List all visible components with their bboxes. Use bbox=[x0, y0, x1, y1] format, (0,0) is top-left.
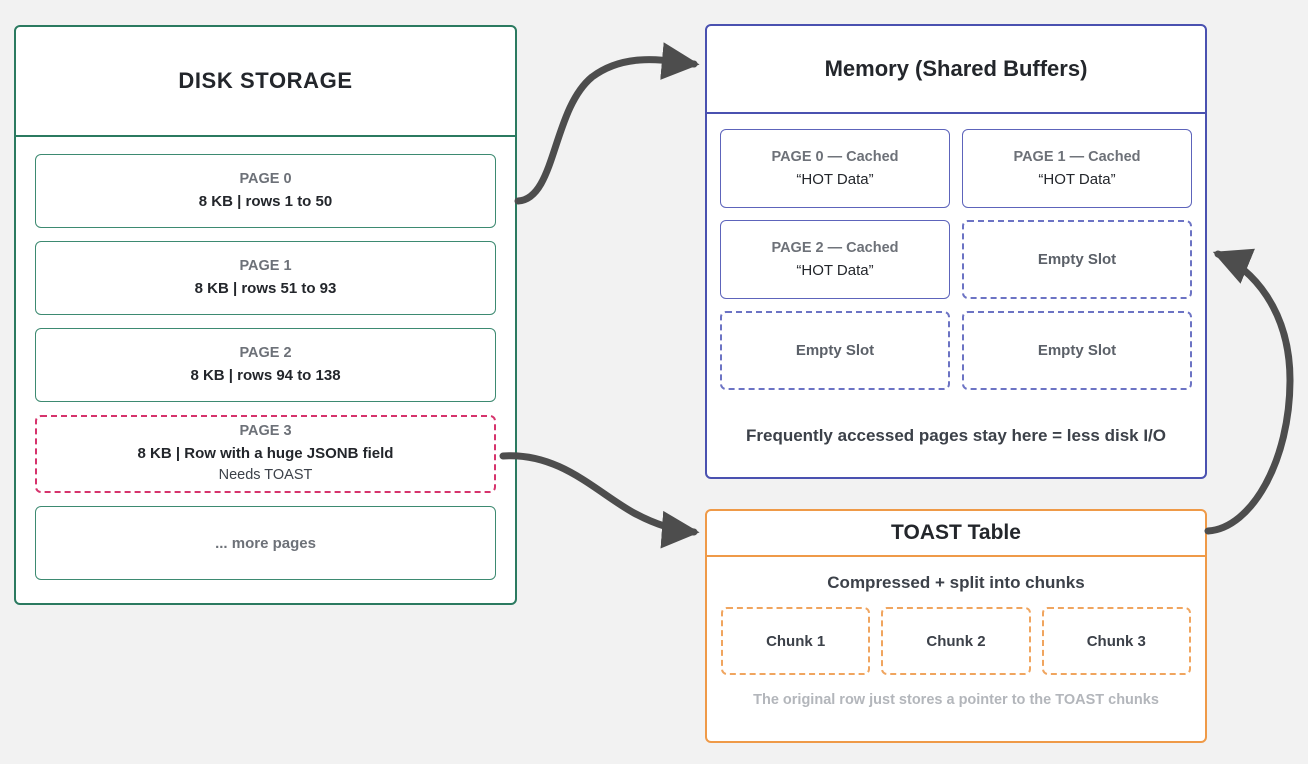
toast-footer-note: The original row just stores a pointer t… bbox=[753, 692, 1159, 708]
disk-storage-body: PAGE 0 8 KB | rows 1 to 50 PAGE 1 8 KB |… bbox=[16, 137, 515, 597]
memory-title: Memory (Shared Buffers) bbox=[824, 56, 1088, 81]
toast-chunk-3[interactable]: Chunk 3 bbox=[1041, 607, 1191, 675]
toast-subtitle: Compressed + split into chunks bbox=[827, 573, 1085, 592]
memory-header: Memory (Shared Buffers) bbox=[707, 26, 1205, 114]
disk-more-pages-label: ... more pages bbox=[215, 534, 316, 552]
memory-slot-empty-2[interactable]: Empty Slot bbox=[720, 311, 950, 390]
memory-slot-grid: PAGE 0 — Cached “HOT Data” PAGE 1 — Cach… bbox=[720, 129, 1192, 390]
disk-page-3-title: PAGE 3 bbox=[239, 423, 292, 439]
toast-header: TOAST Table bbox=[707, 511, 1205, 557]
memory-shared-buffers-panel: Memory (Shared Buffers) PAGE 0 — Cached … bbox=[705, 24, 1207, 479]
memory-slot-page-1-sub: “HOT Data” bbox=[1038, 171, 1116, 189]
memory-slot-empty-1[interactable]: Empty Slot bbox=[962, 220, 1192, 299]
disk-page-0-title: PAGE 0 bbox=[239, 170, 292, 187]
toast-title: TOAST Table bbox=[891, 521, 1021, 544]
disk-page-3-detail: 8 KB | Row with a huge JSONB field bbox=[137, 444, 394, 462]
memory-slot-page-0[interactable]: PAGE 0 — Cached “HOT Data” bbox=[720, 129, 950, 208]
toast-table-panel: TOAST Table Compressed + split into chun… bbox=[705, 509, 1207, 743]
memory-slot-page-1-title: PAGE 1 — Cached bbox=[1013, 148, 1141, 165]
memory-slot-page-2-sub: “HOT Data” bbox=[796, 262, 874, 280]
disk-page-2[interactable]: PAGE 2 8 KB | rows 94 to 138 bbox=[35, 328, 496, 402]
memory-slot-empty-3-label: Empty Slot bbox=[1037, 342, 1117, 359]
disk-storage-header: DISK STORAGE bbox=[16, 27, 515, 137]
disk-storage-panel: DISK STORAGE PAGE 0 8 KB | rows 1 to 50 … bbox=[14, 25, 517, 605]
memory-footer-note: Frequently accessed pages stay here = le… bbox=[745, 426, 1167, 445]
disk-page-3[interactable]: PAGE 3 8 KB | Row with a huge JSONB fiel… bbox=[35, 415, 496, 493]
disk-more-pages[interactable]: ... more pages bbox=[35, 506, 496, 580]
memory-slot-page-2-title: PAGE 2 — Cached bbox=[771, 239, 899, 256]
memory-slot-empty-1-label: Empty Slot bbox=[1037, 251, 1117, 268]
toast-chunk-1[interactable]: Chunk 1 bbox=[721, 607, 871, 675]
memory-slot-page-0-sub: “HOT Data” bbox=[796, 171, 874, 189]
arrow-toast-to-memory bbox=[1204, 248, 1294, 535]
arrow-disk-to-memory bbox=[514, 42, 700, 205]
disk-page-1-detail: 8 KB | rows 51 to 93 bbox=[194, 279, 337, 297]
toast-chunk-grid: Chunk 1 Chunk 2 Chunk 3 bbox=[721, 607, 1191, 675]
toast-body: Compressed + split into chunks Chunk 1 C… bbox=[707, 557, 1205, 708]
memory-slot-empty-3[interactable]: Empty Slot bbox=[962, 311, 1192, 390]
disk-storage-title: DISK STORAGE bbox=[178, 68, 353, 93]
disk-page-2-detail: 8 KB | rows 94 to 138 bbox=[190, 366, 341, 384]
memory-body: PAGE 0 — Cached “HOT Data” PAGE 1 — Cach… bbox=[707, 114, 1205, 446]
arrow-page3-to-toast bbox=[499, 452, 700, 549]
memory-slot-page-2[interactable]: PAGE 2 — Cached “HOT Data” bbox=[720, 220, 950, 299]
toast-chunk-2[interactable]: Chunk 2 bbox=[881, 607, 1031, 675]
memory-slot-page-0-title: PAGE 0 — Cached bbox=[771, 148, 899, 165]
disk-page-0-detail: 8 KB | rows 1 to 50 bbox=[198, 192, 333, 210]
disk-page-1-title: PAGE 1 bbox=[239, 257, 292, 274]
memory-slot-empty-2-label: Empty Slot bbox=[795, 342, 875, 359]
disk-page-0[interactable]: PAGE 0 8 KB | rows 1 to 50 bbox=[35, 154, 496, 228]
memory-slot-page-1[interactable]: PAGE 1 — Cached “HOT Data” bbox=[962, 129, 1192, 208]
disk-page-1[interactable]: PAGE 1 8 KB | rows 51 to 93 bbox=[35, 241, 496, 315]
disk-page-3-note: Needs TOAST bbox=[218, 467, 313, 484]
disk-page-2-title: PAGE 2 bbox=[239, 344, 292, 361]
